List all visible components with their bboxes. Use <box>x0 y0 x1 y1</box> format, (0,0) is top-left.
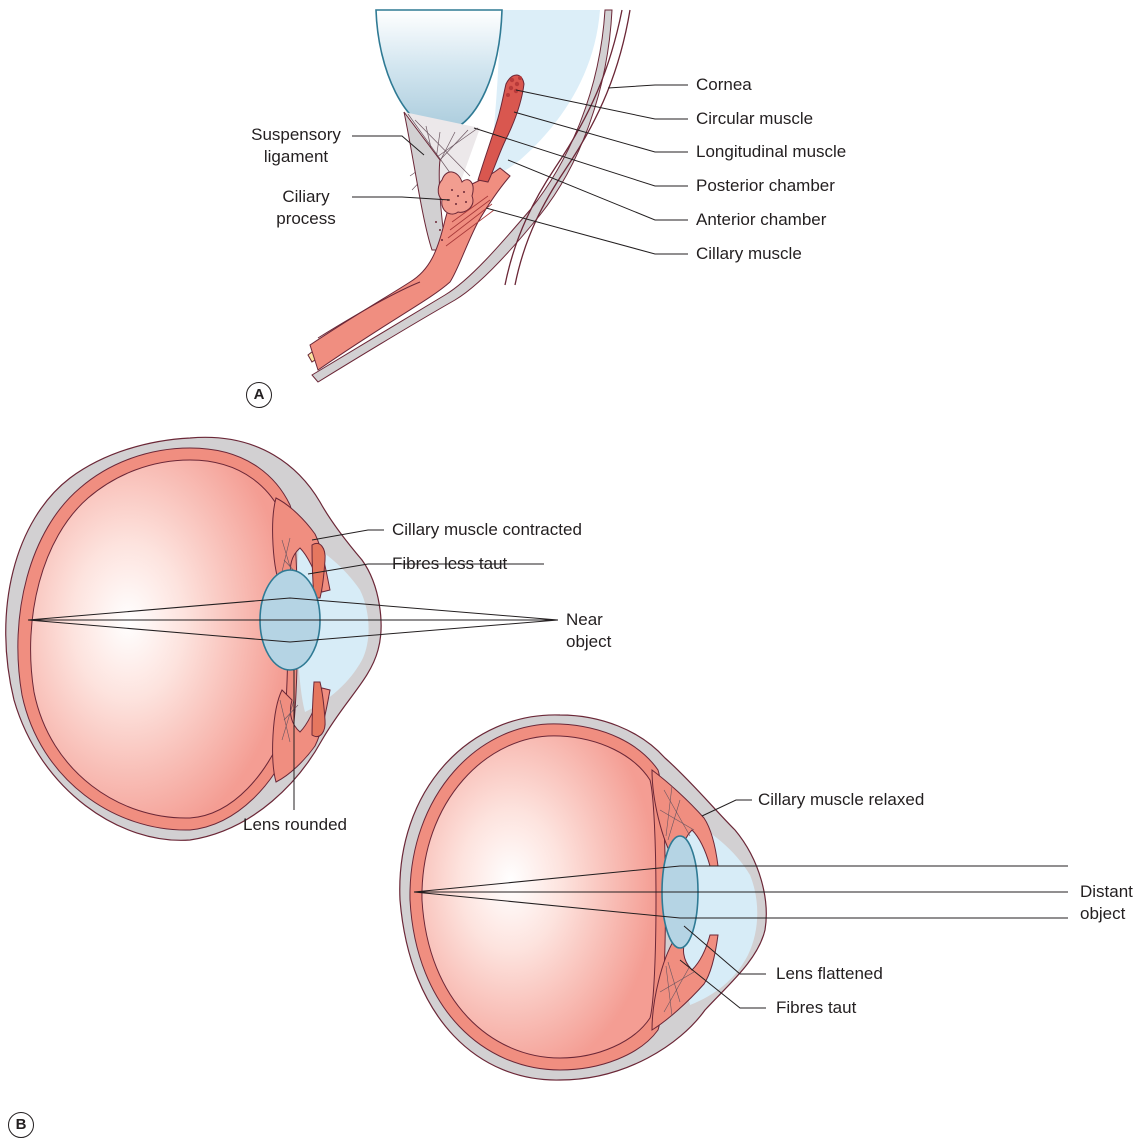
label-cillary-muscle-relaxed: Cillary muscle relaxed <box>758 789 924 811</box>
label-ciliary-process: Ciliary process <box>260 186 352 230</box>
label-cornea: Cornea <box>696 74 752 96</box>
label-suspensory-line1: Suspensory <box>240 124 352 146</box>
lens-a <box>376 10 502 134</box>
label-suspensory-line2: ligament <box>240 146 352 168</box>
label-near-object: Near object <box>566 609 611 653</box>
label-distant-object-line2: object <box>1080 903 1133 925</box>
label-lens-rounded: Lens rounded <box>230 814 360 836</box>
panel-a-badge: A <box>246 382 272 408</box>
label-fibres-less-taut: Fibres less taut <box>392 553 507 575</box>
label-near-object-line1: Near <box>566 609 611 631</box>
panel-a-illustration <box>308 10 630 382</box>
label-cillary-muscle: Cillary muscle <box>696 243 802 265</box>
label-near-object-line2: object <box>566 631 611 653</box>
label-longitudinal-muscle: Longitudinal muscle <box>696 141 846 163</box>
label-lens-flattened: Lens flattened <box>776 963 883 985</box>
label-posterior-chamber: Posterior chamber <box>696 175 835 197</box>
label-distant-object-line1: Distant <box>1080 881 1133 903</box>
label-suspensory-ligament: Suspensory ligament <box>240 124 352 168</box>
label-ciliary-process-line2: process <box>260 208 352 230</box>
label-fibres-taut: Fibres taut <box>776 997 856 1019</box>
panel-b-badge: B <box>8 1112 34 1138</box>
ciliary-process <box>438 172 473 214</box>
label-circular-muscle: Circular muscle <box>696 108 813 130</box>
label-cillary-muscle-contracted: Cillary muscle contracted <box>392 519 582 541</box>
label-distant-object: Distant object <box>1080 881 1133 925</box>
label-ciliary-process-line1: Ciliary <box>260 186 352 208</box>
distant-eye <box>400 715 1068 1080</box>
label-anterior-chamber: Anterior chamber <box>696 209 826 231</box>
